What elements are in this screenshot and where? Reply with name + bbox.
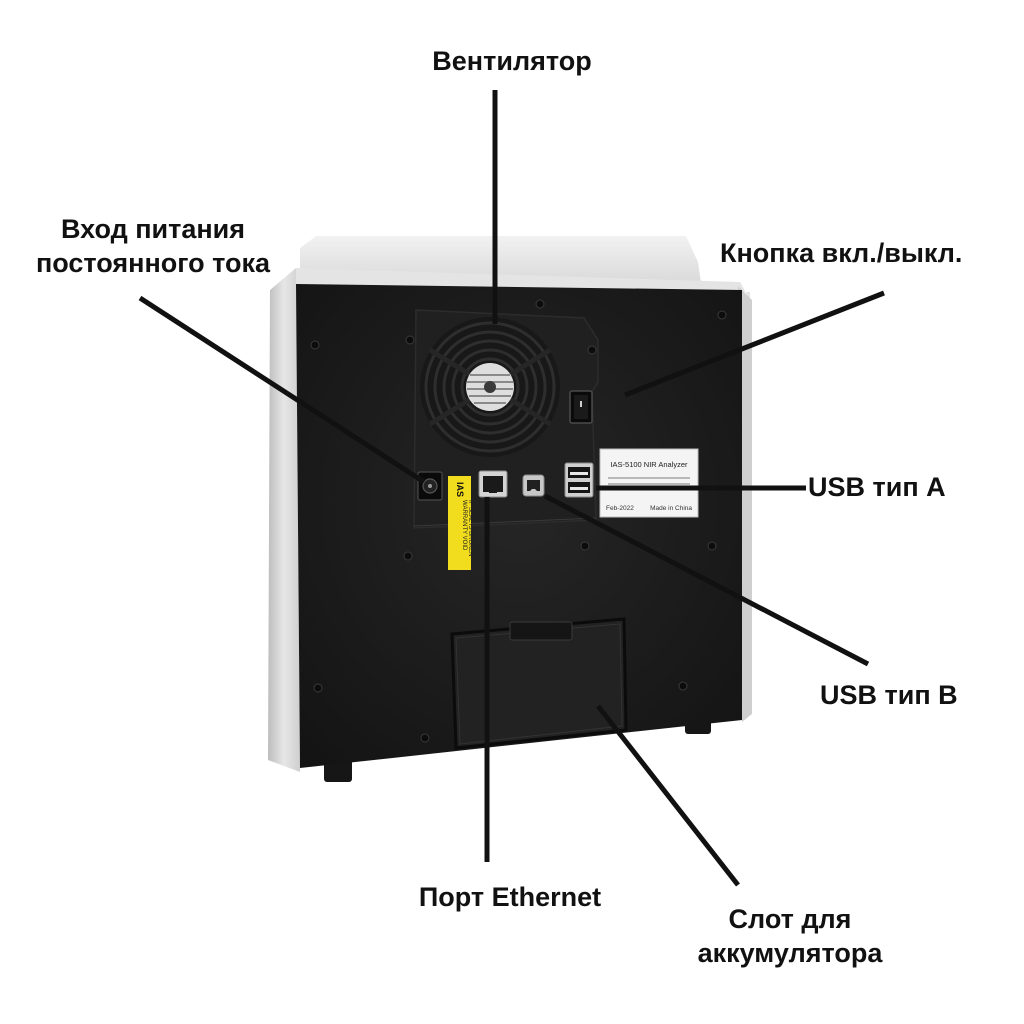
- usb-a-ports: [564, 462, 594, 498]
- dc-input-label: Вход питания постоянного тока: [8, 212, 298, 280]
- battery-slot-label-line1: Слот для: [728, 904, 852, 934]
- warranty-brand: IAS: [455, 482, 465, 497]
- usb-a-label: USB тип A: [808, 472, 946, 502]
- usb-b-port: [522, 474, 545, 497]
- battery-slot-label-line2: аккумулятора: [697, 938, 883, 968]
- usb-b-leader-line: [543, 493, 870, 667]
- nameplate-date: Feb-2022: [606, 505, 634, 512]
- power-switch: [569, 390, 593, 424]
- warranty-text-line1: WARRANTY VOID: [461, 500, 467, 551]
- battery-compartment: [450, 617, 628, 750]
- fan-label: Вентилятор: [432, 46, 592, 76]
- warranty-sticker: IAS WARRANTY VOID IF SEAL IS BROKEN: [448, 476, 473, 570]
- nameplate-origin: Made in China: [650, 505, 692, 512]
- dc-input-label-line2: постоянного тока: [35, 248, 271, 278]
- battery-leader-line: [596, 704, 740, 887]
- nameplate: IAS-5100 NIR Analyzer Feb-2022 Made in C…: [599, 448, 699, 518]
- warranty-text-line2: IF SEAL IS BROKEN: [467, 500, 473, 556]
- dc-input-label-line1: Вход питания: [60, 214, 246, 244]
- fan-grille: [420, 317, 560, 457]
- usb-b-label: USB тип B: [820, 680, 958, 710]
- dc-input-jack: [417, 471, 443, 501]
- battery-slot-label: Слот для аккумулятора: [650, 902, 930, 970]
- callout-lines: [138, 90, 885, 887]
- power-button-label: Кнопка вкл./выкл.: [720, 238, 963, 268]
- ethernet-label: Порт Ethernet: [418, 882, 602, 912]
- ethernet-port: [478, 470, 508, 498]
- nameplate-title: IAS-5100 NIR Analyzer: [610, 460, 688, 469]
- panel-screws: [310, 299, 727, 743]
- power-button-leader-line: [624, 290, 885, 398]
- dc-input-leader-line: [138, 295, 426, 485]
